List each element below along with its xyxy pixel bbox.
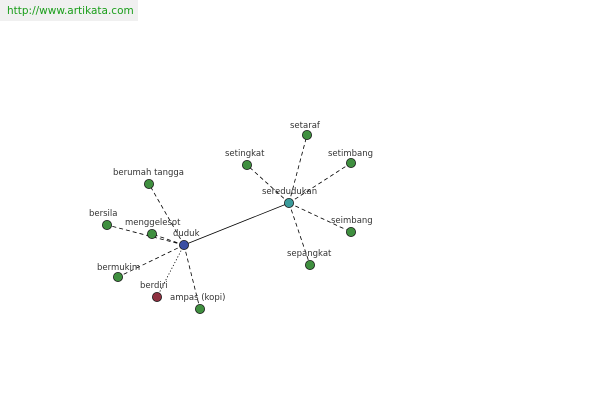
- edge-duduk-seredudukan: [183, 202, 290, 246]
- node-berumah-tangga[interactable]: [143, 178, 154, 189]
- node-label-menggelesot: menggelesot: [125, 218, 181, 228]
- node-label-bermukim: bermukim: [97, 263, 140, 273]
- labels-layer: duduk seredudukan berumah tangga bersila men…: [89, 121, 373, 303]
- node-label-setaraf: setaraf: [290, 121, 321, 131]
- node-seimbang[interactable]: [345, 226, 356, 237]
- node-label-seredudukan: seredudukan: [262, 187, 317, 197]
- node-sepangkat[interactable]: [304, 259, 315, 270]
- node-label-ampas-kopi: ampas (kopi): [170, 293, 225, 303]
- edge-duduk-berumah-tangga: [148, 183, 185, 246]
- edge-seredudukan-seimbang: [288, 202, 352, 233]
- edges-layer: [106, 134, 352, 310]
- node-label-setimbang-1: setimbang: [328, 149, 373, 159]
- node-label-bersila: bersila: [89, 209, 117, 219]
- node-label-sepangkat: sepangkat: [287, 249, 332, 259]
- node-bersila[interactable]: [102, 219, 113, 230]
- node-menggelesot[interactable]: [146, 228, 157, 239]
- nodes-layer: [102, 129, 356, 314]
- node-label-setingkat: setingkat: [225, 149, 265, 159]
- node-label-duduk: duduk: [173, 229, 200, 239]
- edge-duduk-bersila: [106, 224, 185, 246]
- site-url-bar: http://www.artikata.com: [0, 0, 138, 21]
- node-setaraf[interactable]: [301, 129, 312, 140]
- node-seredudukan[interactable]: [283, 197, 294, 208]
- node-label-berdiri: berdiri: [140, 281, 168, 291]
- node-ampas-kopi[interactable]: [194, 303, 205, 314]
- edge-duduk-menggelesot: [151, 233, 185, 246]
- edge-seredudukan-setingkat: [246, 164, 290, 204]
- node-label-seimbang: seimbang: [331, 216, 373, 226]
- edge-seredudukan-setaraf: [288, 134, 308, 204]
- edge-duduk-ampas-kopi: [183, 244, 201, 310]
- node-setingkat[interactable]: [241, 159, 252, 170]
- edge-duduk-berdiri: [156, 244, 185, 298]
- site-url-link[interactable]: http://www.artikata.com: [7, 5, 134, 17]
- node-berdiri[interactable]: [151, 291, 162, 302]
- edge-duduk-bermukim: [117, 244, 185, 278]
- edge-seredudukan-sepangkat: [288, 202, 311, 266]
- edge-seredudukan-setimbang-1: [288, 162, 352, 204]
- node-setimbang-1[interactable]: [345, 157, 356, 168]
- node-bermukim[interactable]: [113, 271, 124, 282]
- node-label-berumah-tangga: berumah tangga: [113, 168, 184, 178]
- node-duduk[interactable]: [178, 239, 189, 250]
